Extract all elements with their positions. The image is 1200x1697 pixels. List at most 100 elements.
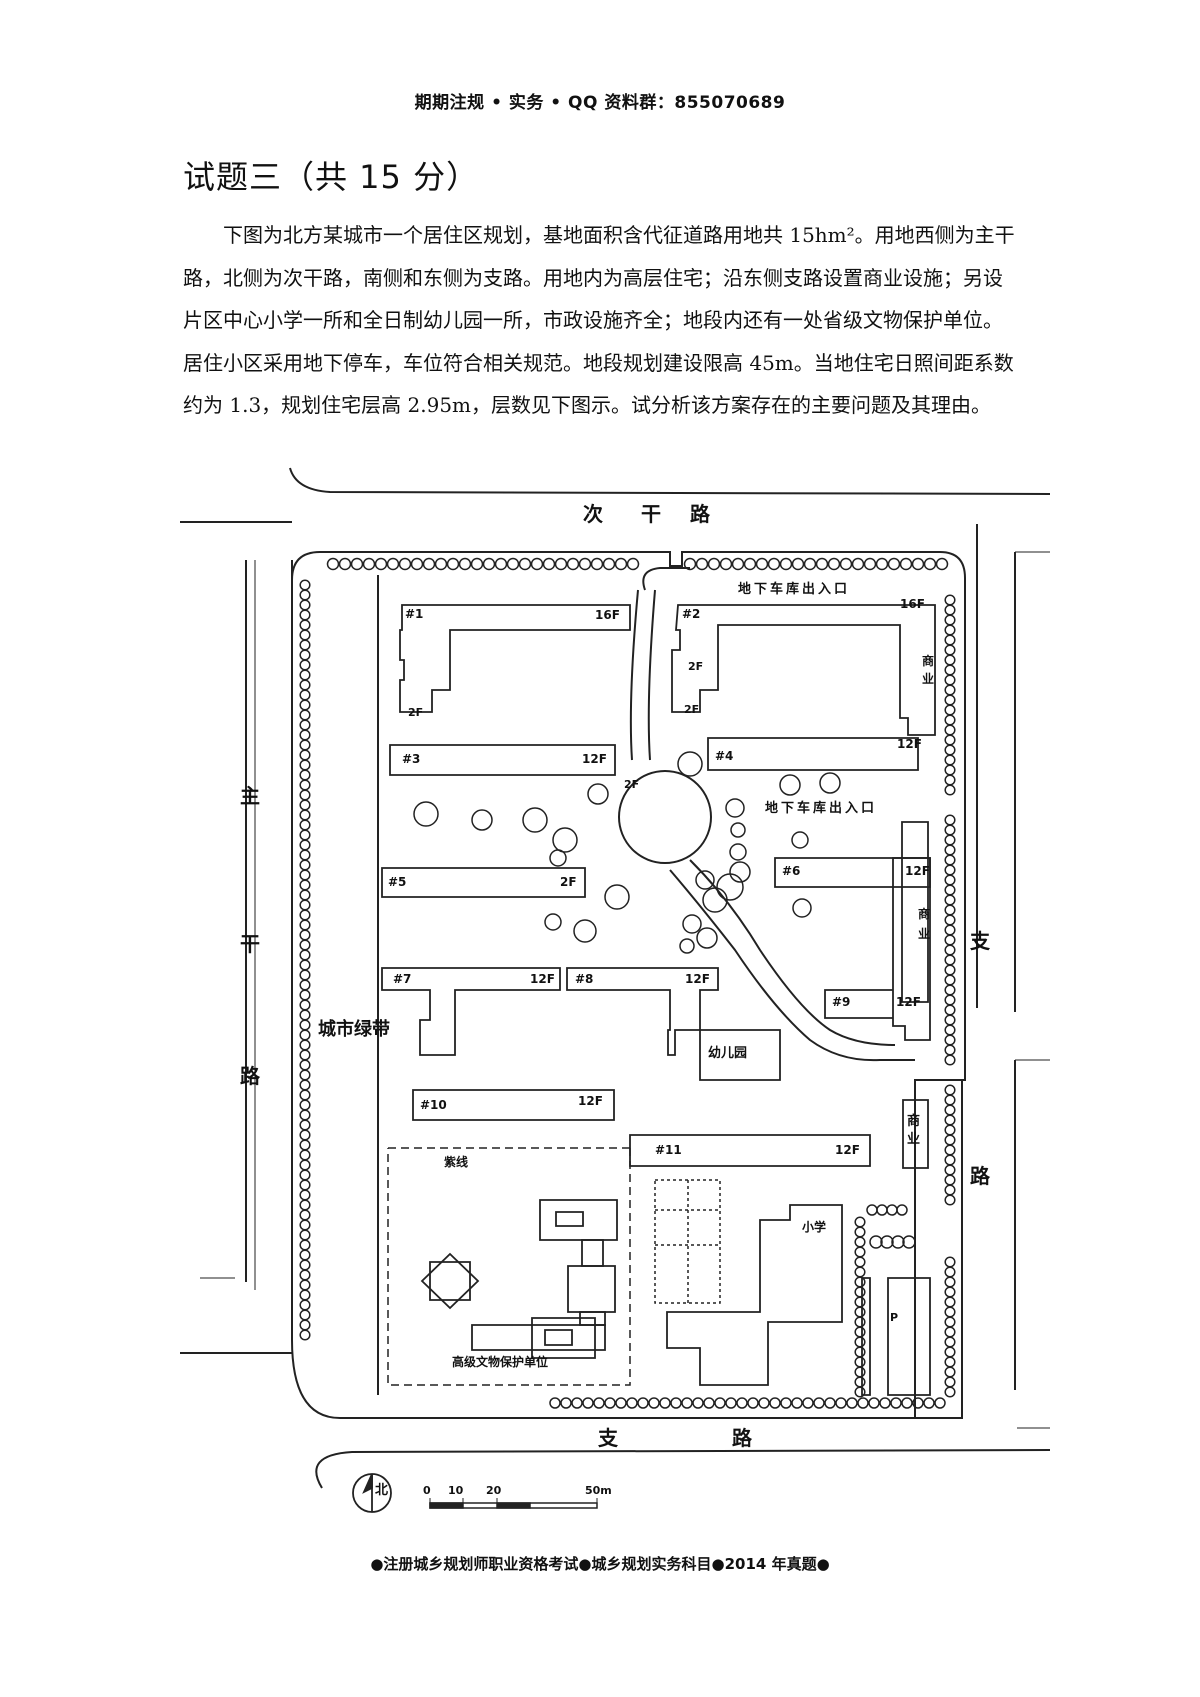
tree-symbol — [835, 1397, 847, 1409]
tree-symbol — [530, 557, 544, 571]
scale-bar — [429, 1498, 598, 1509]
tree-symbol — [934, 1397, 946, 1409]
tree-symbol — [350, 557, 364, 571]
tree-symbol — [944, 784, 956, 796]
low-rise-label: 2F — [684, 703, 700, 716]
tree-symbol — [802, 1397, 814, 1409]
tree-symbol — [410, 557, 424, 571]
building-6-floors: 12F — [905, 864, 930, 878]
building-11-floors: 12F — [835, 1143, 860, 1157]
tree-symbol — [944, 1386, 956, 1398]
tree-symbol — [767, 557, 781, 571]
site-boundary — [291, 551, 966, 1419]
tree-symbol — [422, 557, 436, 571]
commercial-label-3b: 业 — [907, 1132, 921, 1147]
tree-symbol — [446, 557, 460, 571]
building-10-floors: 12F — [578, 1094, 603, 1108]
tree-symbol — [890, 1397, 902, 1409]
commercial-label-1a: 商 — [922, 654, 935, 668]
tree-symbol — [780, 1397, 792, 1409]
tree-symbol — [604, 1397, 616, 1409]
facilities — [666, 821, 931, 1396]
tree-symbol — [602, 557, 616, 571]
garage-entrance-east: 地下车库出入口 — [765, 801, 878, 816]
building-8-id: #8 — [575, 972, 594, 986]
tree-symbol — [791, 557, 805, 571]
tree-symbol — [824, 1397, 836, 1409]
tree-symbol — [434, 557, 448, 571]
garden-trees — [413, 751, 841, 954]
building-7-floors: 12F — [530, 972, 555, 986]
building-3-floors: 12F — [582, 752, 607, 766]
tree-symbol — [683, 557, 697, 571]
tree-symbol — [791, 1397, 803, 1409]
tree-symbol — [659, 1397, 671, 1409]
road-south-char-1: 支 — [598, 1426, 618, 1450]
tree-symbol — [338, 557, 352, 571]
tree-rows — [299, 557, 956, 1409]
building-2-id: #2 — [682, 607, 701, 621]
road-north-char-2: 干 — [641, 502, 661, 526]
road-east-char-1: 支 — [970, 929, 990, 953]
building-2-floors: 16F — [900, 597, 925, 611]
tree-symbol — [803, 557, 817, 571]
tree-symbol — [692, 1397, 704, 1409]
tree-symbol — [482, 557, 496, 571]
tree-symbol — [549, 1397, 561, 1409]
tree-symbol — [944, 1194, 956, 1206]
commercial-label-1b: 业 — [922, 672, 935, 686]
building-3-id: #3 — [402, 752, 421, 766]
tree-symbol — [902, 1235, 916, 1249]
tree-symbol — [857, 1397, 869, 1409]
low-rise-label: 2F — [688, 660, 704, 673]
school-label: 小学 — [802, 1220, 827, 1234]
tree-symbol — [681, 1397, 693, 1409]
tree-symbol — [626, 557, 640, 571]
tree-symbol — [506, 557, 520, 571]
north-label: 北 — [375, 1483, 389, 1498]
question-text: 下图为北方某城市一个居住区规划，基地面积含代征道路用地共 15hm²。用地西侧为… — [183, 223, 1015, 417]
building-10-id: #10 — [420, 1098, 447, 1112]
tree-symbol — [869, 1235, 883, 1249]
purple-line-boundary — [387, 1147, 631, 1386]
tree-symbol — [560, 1397, 572, 1409]
road-north-char-1: 次 — [583, 502, 603, 526]
tree-symbol — [637, 1397, 649, 1409]
building-9-id: #9 — [832, 995, 851, 1009]
tree-symbol — [899, 557, 913, 571]
tree-symbol — [880, 1235, 894, 1249]
building-1-floors: 16F — [595, 608, 620, 622]
commercial-label-2a: 商 — [918, 907, 931, 921]
tree-symbol — [731, 557, 745, 571]
tree-symbol — [755, 557, 769, 571]
scale-label-50m: 50m — [585, 1484, 612, 1497]
tree-symbol — [944, 1054, 956, 1066]
page-footer: ●注册城乡规划师职业资格考试●城乡规划实务科目●2014 年真题● — [370, 1555, 830, 1573]
tree-symbol — [725, 1397, 737, 1409]
road-west-char-2: 干 — [240, 932, 260, 956]
tree-symbol — [935, 557, 949, 571]
tree-symbol — [758, 1397, 770, 1409]
scale-label-0: 0 — [423, 1484, 431, 1497]
tree-symbol — [779, 557, 793, 571]
tree-symbol — [554, 557, 568, 571]
tree-symbol — [839, 557, 853, 571]
building-11-id: #11 — [655, 1143, 682, 1157]
garage-entrance-north: 地下车库出入口 — [738, 582, 851, 597]
tree-symbol — [578, 557, 592, 571]
purple-line-label: 紫线 — [444, 1155, 469, 1169]
tree-symbol — [769, 1397, 781, 1409]
building-4-id: #4 — [715, 749, 734, 763]
question-paragraph: 下图为北方某城市一个居住区规划，基地面积含代征道路用地共 15hm²。用地西侧为… — [183, 214, 1021, 427]
tree-symbol — [736, 1397, 748, 1409]
tree-symbol — [743, 557, 757, 571]
tree-symbol — [458, 557, 472, 571]
tree-symbol — [719, 557, 733, 571]
north-arrow — [352, 1473, 392, 1513]
road-west-char-1: 主 — [240, 784, 260, 808]
parking-label: P — [890, 1311, 899, 1324]
tree-symbol — [398, 557, 412, 571]
tree-symbol — [827, 557, 841, 571]
road-north-char-3: 路 — [690, 502, 710, 526]
